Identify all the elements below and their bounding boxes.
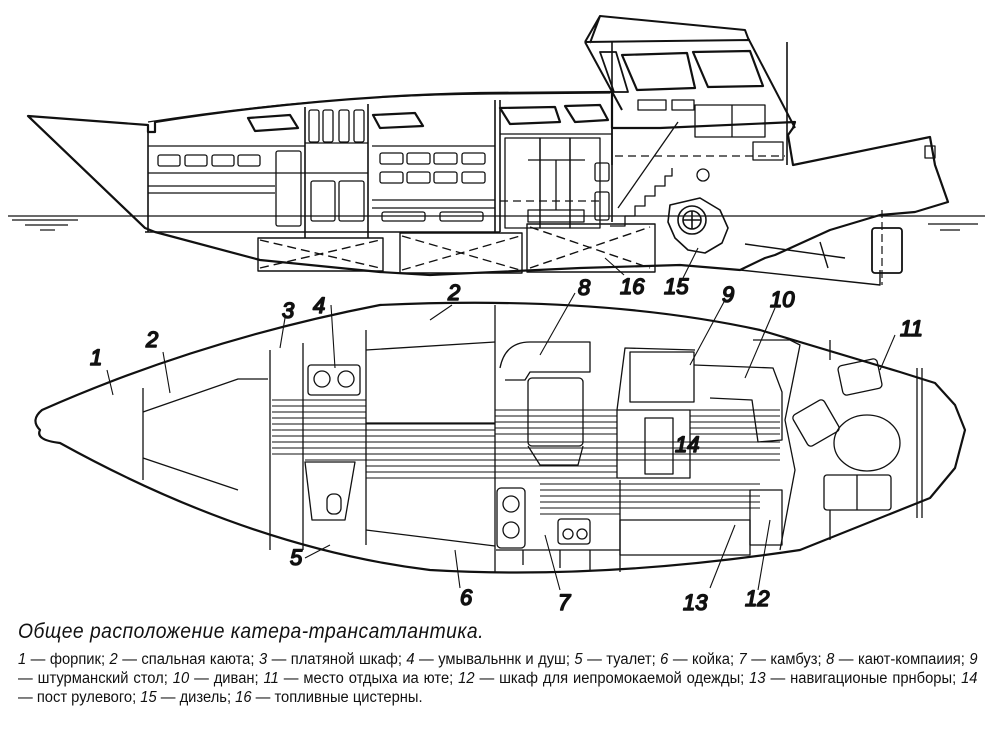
waterline xyxy=(8,215,985,231)
legend-description: — шкаф для иепромокаемой одежды; xyxy=(474,670,750,687)
legend-number: 13 xyxy=(749,670,766,687)
legend-description: — навигационые прнборы; xyxy=(765,670,962,687)
legend-description: — платяной шкаф; xyxy=(267,651,407,668)
legend-number: 5 xyxy=(574,651,583,668)
label-10: 10 xyxy=(770,287,795,312)
label-15: 15 xyxy=(664,274,689,299)
side-view: 16 15 xyxy=(8,15,985,300)
legend-number: 11 xyxy=(263,670,279,687)
legend-item-14: 14 — пост рулевого; xyxy=(18,670,977,706)
legend-number: 8 xyxy=(826,651,835,668)
legend-description: — койка; xyxy=(668,651,739,668)
legend-description: — кают-компаиия; xyxy=(834,651,970,668)
legend-description: — штурманский стол; xyxy=(18,670,173,687)
legend-description: — спальная каюта; xyxy=(117,651,259,668)
label-9: 9 xyxy=(722,282,734,307)
label-4: 4 xyxy=(313,293,325,318)
legend-number: 16 xyxy=(235,689,252,706)
label-2-forward: 2 xyxy=(145,327,158,352)
legend-number: 7 xyxy=(738,651,747,668)
legend-item-15: 15 — дизель; xyxy=(140,689,235,706)
legend-number: 15 xyxy=(140,689,157,706)
legend-item-3: 3 — платяной шкаф; xyxy=(259,651,406,668)
legend-text: 1 — форпик; 2 — спальная каюта; 3 — плат… xyxy=(18,650,978,707)
legend-description: — камбуз; xyxy=(746,651,827,668)
legend-item-5: 5 — туалет; xyxy=(574,651,660,668)
legend-number: 2 xyxy=(109,651,118,668)
legend-item-8: 8 — кают-компаиия; xyxy=(826,651,969,668)
legend-number: 14 xyxy=(961,670,978,687)
legend-number: 9 xyxy=(969,651,978,668)
legend-description: — диван; xyxy=(189,670,264,687)
legend-item-2: 2 — спальная каюта; xyxy=(110,651,259,668)
label-1: 1 xyxy=(90,345,102,370)
floor-hatching xyxy=(272,399,780,515)
legend-number: 4 xyxy=(406,651,415,668)
legend-item-11: 11 — место отдыха иа юте; xyxy=(264,670,459,687)
label-13: 13 xyxy=(683,590,708,615)
label-3: 3 xyxy=(282,298,295,323)
label-8: 8 xyxy=(578,275,591,300)
legend-number: 1 xyxy=(18,651,27,668)
label-7: 7 xyxy=(558,590,571,615)
label-16: 16 xyxy=(620,274,645,299)
legend-item-13: 13 — навигационые прнборы; xyxy=(749,670,961,687)
hull-plan xyxy=(34,301,967,574)
label-5: 5 xyxy=(290,545,303,570)
legend-number: 3 xyxy=(258,651,268,668)
legend-number: 12 xyxy=(458,670,475,687)
wheelhouse xyxy=(584,15,796,129)
legend-number: 6 xyxy=(660,651,669,668)
legend-description: — форпик; xyxy=(26,651,110,668)
label-6: 6 xyxy=(460,585,473,610)
legend-description: — топливные цистерны. xyxy=(251,689,423,706)
diesel-engine xyxy=(667,197,729,254)
legend-number: 10 xyxy=(172,670,190,687)
figure-caption: Общее расположение катера-трансатлантика… xyxy=(18,620,983,707)
legend-description: — умывальннк и душ; xyxy=(414,651,575,668)
label-14: 14 xyxy=(675,432,699,457)
plan-view: 1 2 2 3 4 5 6 7 8 9 10 11 12 13 14 xyxy=(34,274,967,615)
legend-item-4: 4 — умывальннк и душ; xyxy=(406,651,574,668)
legend-item-9: 9 — штурманский стол; xyxy=(18,651,978,687)
legend-item-7: 7 — камбуз; xyxy=(739,651,827,668)
legend-item-6: 6 — койка; xyxy=(660,651,738,668)
fuel-tanks xyxy=(257,223,656,274)
legend-item-16: 16 — топливные цистерны. xyxy=(235,689,422,706)
legend-item-1: 1 — форпик; xyxy=(18,651,110,668)
boat-layout-drawing: 16 15 xyxy=(8,15,985,615)
legend-item-12: 12 — шкаф для иепромокаемой одежды; xyxy=(458,670,749,687)
legend-item-10: 10 — диван; xyxy=(173,670,264,687)
hull-side xyxy=(26,90,950,277)
label-11: 11 xyxy=(900,316,923,341)
legend-description: — пост рулевого; xyxy=(18,689,141,706)
caption-title: Общее расположение катера-трансатлантика… xyxy=(18,620,484,643)
legend-description: — туалет; xyxy=(582,651,661,668)
label-12: 12 xyxy=(745,586,769,611)
legend-description: — дизель; xyxy=(156,689,236,706)
label-2-aft: 2 xyxy=(447,280,460,305)
legend-description: — место отдыха иа юте; xyxy=(278,670,459,687)
